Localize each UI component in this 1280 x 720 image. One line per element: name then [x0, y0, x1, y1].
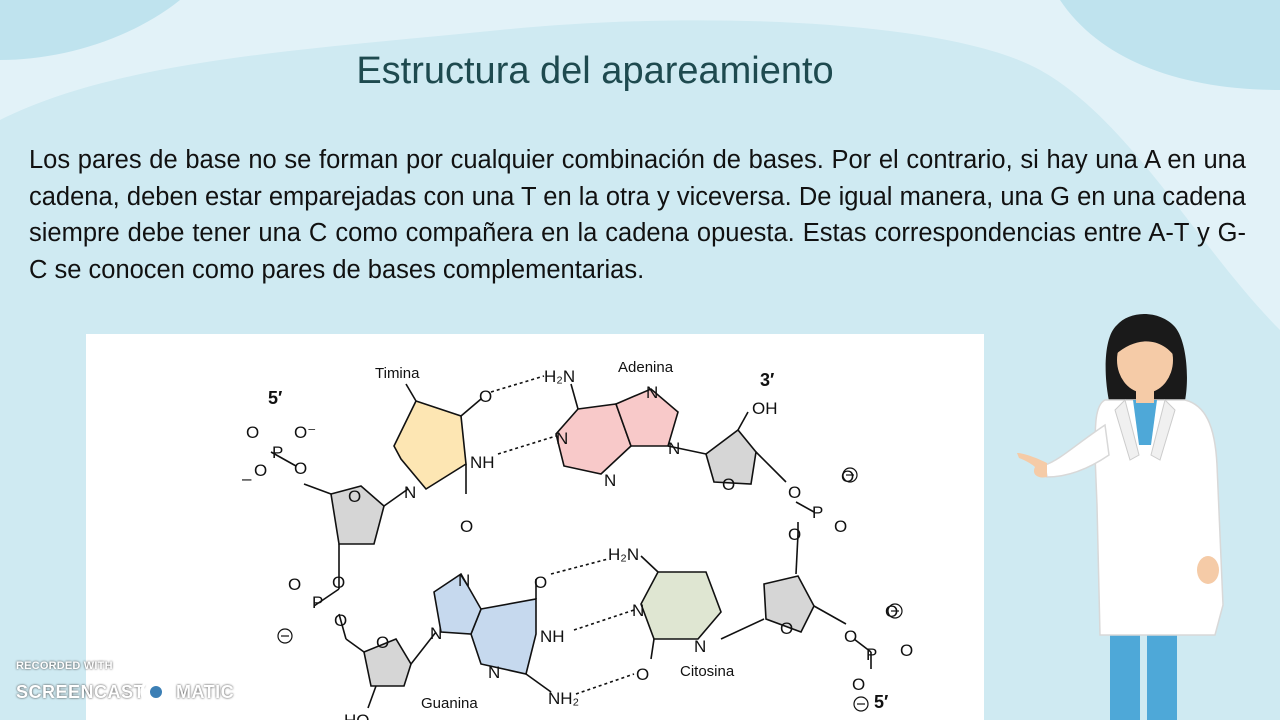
h-bond-3	[550, 558, 609, 575]
atom-o: O	[254, 461, 267, 480]
charge-circle	[853, 696, 869, 712]
slide-paragraph: Los pares de base no se forman por cualq…	[29, 146, 1246, 284]
atom-o: O	[722, 475, 735, 494]
atom-n: N	[430, 624, 442, 643]
slide-title: Estructura del apareamiento	[356, 50, 834, 92]
base-pairing-diagram: Timina Adenina Guanina Citosina 5′ 3′ 5′…	[86, 334, 984, 720]
atom-h2n: H₂N	[608, 545, 639, 564]
atom-p: P	[272, 443, 283, 462]
atom-o: O	[376, 633, 389, 652]
atom-o: O	[332, 573, 345, 592]
atom-n: N	[632, 601, 644, 620]
atom-o-minus: O⁻	[294, 423, 316, 442]
sugar-1	[330, 485, 385, 545]
screencast-logo-icon	[140, 676, 172, 708]
atom-o: O	[900, 641, 913, 660]
atom-h2n: H₂N	[544, 367, 575, 386]
atom-o: O	[834, 517, 847, 536]
atom-minus: –	[242, 469, 252, 488]
atom-o: O	[534, 573, 547, 592]
atom-nh2: NH₂	[548, 689, 579, 708]
label-3-prime: 3′	[760, 370, 774, 390]
atom-o: O	[844, 627, 857, 646]
h-bond-5	[575, 673, 635, 695]
atom-n: N	[694, 637, 706, 656]
watermark-recorded-with: RECORDED WITH	[16, 660, 113, 672]
atom-oh: OH	[752, 399, 778, 418]
charge-circle	[842, 467, 858, 483]
atom-n: N	[488, 663, 500, 682]
atom-o: O	[288, 575, 301, 594]
label-adenina: Adenina	[618, 359, 674, 376]
label-5-prime-top: 5′	[268, 388, 282, 408]
atom-o: O	[348, 487, 361, 506]
label-citosina: Citosina	[680, 663, 735, 680]
atom-o: O	[788, 525, 801, 544]
atom-n: N	[556, 429, 568, 448]
atom-p: P	[866, 645, 877, 664]
thymine-ring	[393, 400, 467, 491]
atom-o: O	[788, 483, 801, 502]
atom-o: O	[294, 459, 307, 478]
cytosine-ring	[640, 571, 722, 640]
charge-circle	[887, 603, 903, 619]
label-timina: Timina	[375, 365, 420, 382]
atom-ho: HO	[344, 711, 370, 720]
atom-o: O	[246, 423, 259, 442]
h-bond-4	[573, 609, 635, 631]
watermark-brand-left: SCREENCAST	[16, 682, 146, 702]
screencast-watermark: RECORDED WITH SCREENCAST MATIC	[16, 660, 246, 712]
atom-n: N	[646, 383, 658, 402]
atom-o: O	[852, 675, 865, 694]
atom-o: O	[479, 387, 492, 406]
atom-p: P	[312, 593, 323, 612]
atom-o: O	[334, 611, 347, 630]
guanine-ring-5	[433, 572, 482, 635]
atom-nh: NH	[470, 453, 495, 472]
atom-n: N	[404, 483, 416, 502]
label-5-prime-bottom: 5′	[874, 692, 888, 712]
label-guanina: Guanina	[421, 695, 478, 712]
atom-nh: NH	[540, 627, 565, 646]
watermark-brand-right: MATIC	[176, 682, 235, 702]
atom-p: P	[812, 503, 823, 522]
doctor-illustration	[1017, 313, 1224, 720]
atom-n: N	[604, 471, 616, 490]
atom-n: N	[458, 571, 470, 590]
sugar-2	[705, 428, 757, 485]
atom-o: O	[780, 619, 793, 638]
atom-n: N	[668, 439, 680, 458]
charge-circle	[277, 628, 293, 644]
h-bond-2	[497, 435, 557, 455]
adenine-ring-5	[614, 388, 679, 447]
sugar-3	[763, 575, 815, 633]
sugar-4	[363, 638, 412, 687]
atom-o: O	[636, 665, 649, 684]
atom-o: O	[460, 517, 473, 536]
h-bond-1	[490, 375, 545, 393]
